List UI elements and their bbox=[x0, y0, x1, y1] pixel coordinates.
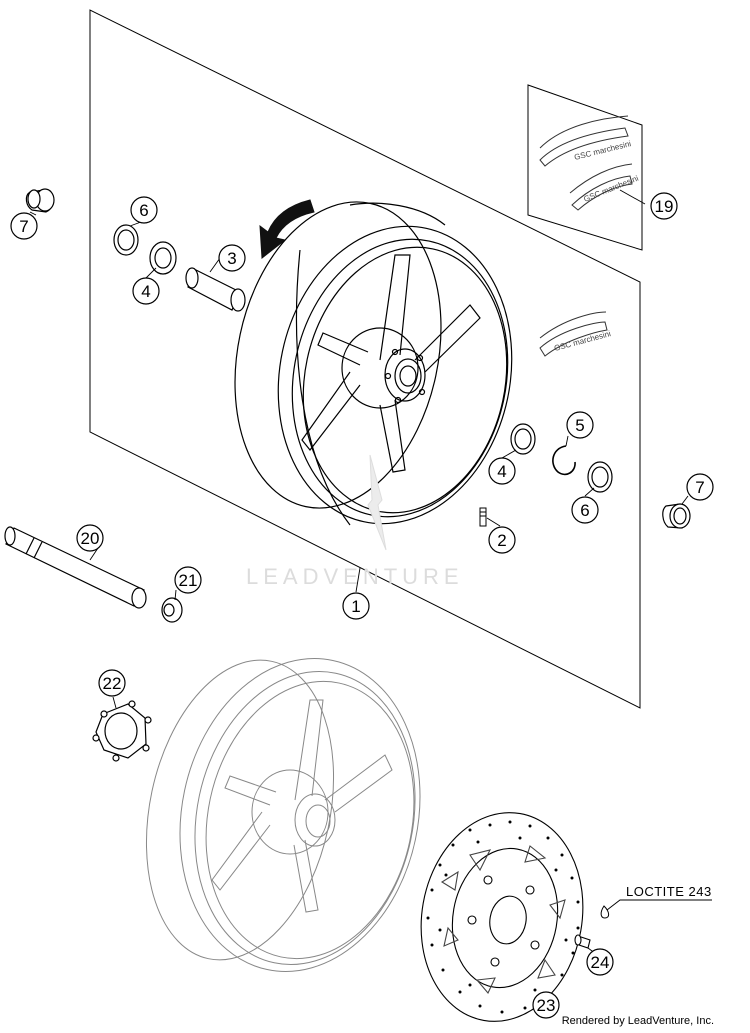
callout-2: 2 bbox=[488, 526, 516, 554]
rotation-arrow bbox=[259, 199, 315, 259]
render-credit: Rendered by LeadVenture, Inc. bbox=[561, 1015, 714, 1027]
brake-disc bbox=[420, 812, 584, 1022]
callout-6-right: 6 bbox=[571, 496, 599, 524]
svg-text:20: 20 bbox=[81, 529, 100, 548]
svg-text:2: 2 bbox=[497, 531, 506, 550]
loctite-leader bbox=[606, 899, 712, 911]
front-wheel-upper bbox=[234, 201, 513, 526]
svg-text:6: 6 bbox=[580, 501, 589, 520]
callout-6-left: 6 bbox=[130, 196, 158, 224]
decal-panel: GSC marchesini GSC marchesini bbox=[527, 84, 643, 251]
callout-7-right: 7 bbox=[686, 473, 714, 501]
front-wheel-lower bbox=[145, 658, 421, 972]
svg-text:GSC marchesini: GSC marchesini bbox=[553, 329, 612, 353]
callout-23: 23 bbox=[532, 991, 560, 1019]
svg-text:7: 7 bbox=[695, 478, 704, 497]
bearing-left bbox=[149, 241, 177, 275]
tire-valve bbox=[479, 507, 487, 527]
distance-sleeve bbox=[185, 267, 246, 312]
rim-decal: GSC marchesini bbox=[539, 311, 612, 357]
circlip bbox=[552, 445, 576, 476]
shaft-seal-left bbox=[113, 224, 139, 256]
callout-24: 24 bbox=[586, 948, 614, 976]
bearing-right bbox=[510, 423, 536, 455]
svg-text:4: 4 bbox=[141, 282, 150, 301]
svg-text:24: 24 bbox=[591, 953, 610, 972]
svg-text:22: 22 bbox=[103, 674, 122, 693]
svg-text:7: 7 bbox=[19, 217, 28, 236]
loctite-drop-icon bbox=[600, 905, 610, 919]
disc-carrier-ring bbox=[92, 700, 152, 762]
svg-text:23: 23 bbox=[537, 996, 556, 1015]
spacer-bushing-left bbox=[25, 188, 55, 213]
callout-3: 3 bbox=[218, 244, 246, 272]
svg-text:19: 19 bbox=[655, 197, 674, 216]
callout-7-left: 7 bbox=[10, 212, 38, 240]
svg-text:3: 3 bbox=[227, 249, 236, 268]
svg-text:LEADVENTURE: LEADVENTURE bbox=[246, 564, 464, 589]
svg-text:1: 1 bbox=[351, 597, 360, 616]
callout-21: 21 bbox=[174, 566, 202, 594]
leadventure-watermark: LEADVENTURE bbox=[246, 454, 464, 589]
spacer-bushing-right bbox=[662, 503, 691, 529]
callout-4-left: 4 bbox=[132, 277, 160, 305]
wheel-spindle bbox=[4, 526, 147, 609]
svg-text:21: 21 bbox=[179, 571, 198, 590]
svg-text:6: 6 bbox=[139, 201, 148, 220]
svg-text:5: 5 bbox=[575, 416, 584, 435]
callout-4-right: 4 bbox=[488, 457, 516, 485]
callout-22: 22 bbox=[98, 669, 126, 697]
callout-5: 5 bbox=[566, 411, 594, 439]
callout-20: 20 bbox=[76, 524, 104, 552]
loctite-note: LOCTITE 243 bbox=[626, 884, 712, 899]
callout-1: 1 bbox=[342, 592, 370, 620]
shaft-seal-right bbox=[587, 461, 613, 493]
callout-19: 19 bbox=[650, 192, 678, 220]
svg-text:4: 4 bbox=[497, 462, 506, 481]
assembly-panel-outline bbox=[89, 9, 641, 709]
disc-bolt bbox=[574, 934, 591, 949]
collar-nut bbox=[161, 597, 183, 623]
